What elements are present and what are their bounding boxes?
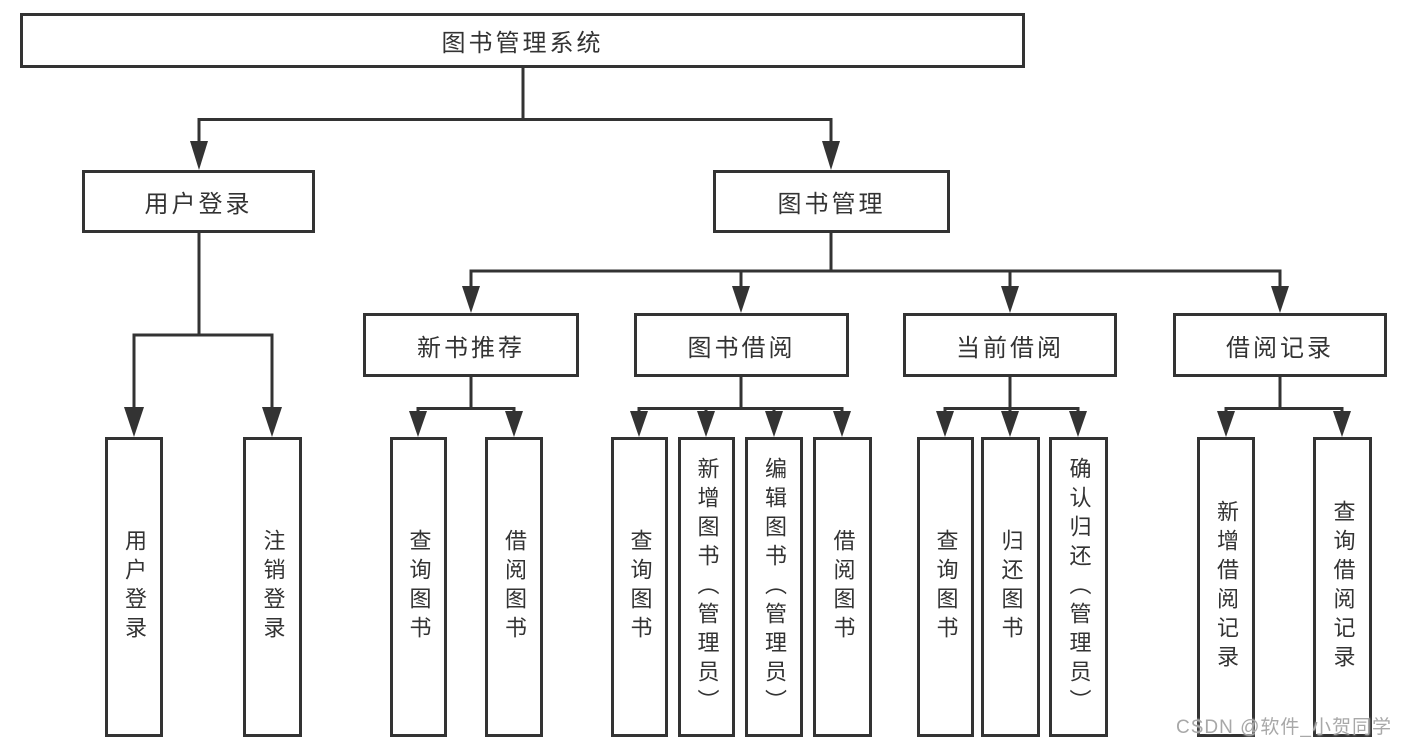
node-borrow-record: 借阅记录	[1173, 313, 1387, 377]
leaf-query-borrow-record: 查询借阅记录	[1313, 437, 1372, 737]
node-label: 当前借阅	[956, 334, 1064, 362]
leaf-query-book-current: 查询图书	[917, 437, 974, 737]
leaf-label: 确认归还（管理员）	[1066, 456, 1092, 718]
node-new-book-recommend: 新书推荐	[363, 313, 579, 377]
leaf-confirm-return-admin: 确认归还（管理员）	[1049, 437, 1108, 737]
node-user-login: 用户登录	[82, 170, 315, 233]
leaf-label: 注销登录	[260, 529, 286, 645]
leaf-label: 查询图书	[933, 529, 959, 645]
connector-borrow-record-children	[1217, 377, 1351, 437]
connector-new-book-recommend-children	[409, 377, 523, 437]
node-label: 借阅记录	[1226, 334, 1334, 362]
leaf-logout-login: 注销登录	[243, 437, 302, 737]
leaf-add-book-admin: 新增图书（管理员）	[678, 437, 735, 737]
leaf-label: 查询借阅记录	[1330, 500, 1356, 674]
leaf-query-book-recommend: 查询图书	[390, 437, 447, 737]
node-label: 图书借阅	[687, 334, 796, 362]
leaf-label: 借阅图书	[830, 529, 856, 645]
csdn-watermark: CSDN @软件_小贺同学	[1176, 717, 1392, 738]
node-label: 用户登录	[144, 191, 253, 218]
leaf-borrow-book: 借阅图书	[813, 437, 872, 737]
leaf-label: 查询图书	[406, 529, 432, 645]
leaf-label: 归还图书	[998, 529, 1024, 645]
node-label: 新书推荐	[417, 334, 525, 362]
leaf-edit-book-admin: 编辑图书（管理员）	[745, 437, 803, 737]
connector-book-management-children	[462, 233, 1289, 313]
connector-book-borrow-children	[630, 377, 851, 437]
leaf-label: 查询图书	[627, 529, 653, 645]
leaf-user-login: 用户登录	[105, 437, 163, 737]
connector-root-to-level1	[190, 68, 840, 170]
node-root-library-system: 图书管理系统	[20, 13, 1025, 68]
leaf-add-borrow-record: 新增借阅记录	[1197, 437, 1255, 737]
node-book-management: 图书管理	[713, 170, 950, 233]
leaf-label: 编辑图书（管理员）	[762, 456, 787, 718]
node-label: 图书管理	[777, 191, 886, 218]
connector-user-login-children	[124, 233, 282, 437]
leaf-query-book-borrow: 查询图书	[611, 437, 668, 737]
node-current-borrow: 当前借阅	[903, 313, 1117, 377]
leaf-borrow-book-recommend: 借阅图书	[485, 437, 543, 737]
leaf-label: 借阅图书	[502, 529, 527, 645]
node-label: 图书管理系统	[441, 30, 604, 57]
connector-current-borrow-children	[936, 377, 1087, 437]
node-book-borrow: 图书借阅	[634, 313, 849, 377]
leaf-return-book: 归还图书	[981, 437, 1040, 737]
leaf-label: 新增图书（管理员）	[694, 456, 720, 718]
leaf-label: 用户登录	[122, 529, 147, 645]
leaf-label: 新增借阅记录	[1214, 500, 1239, 674]
